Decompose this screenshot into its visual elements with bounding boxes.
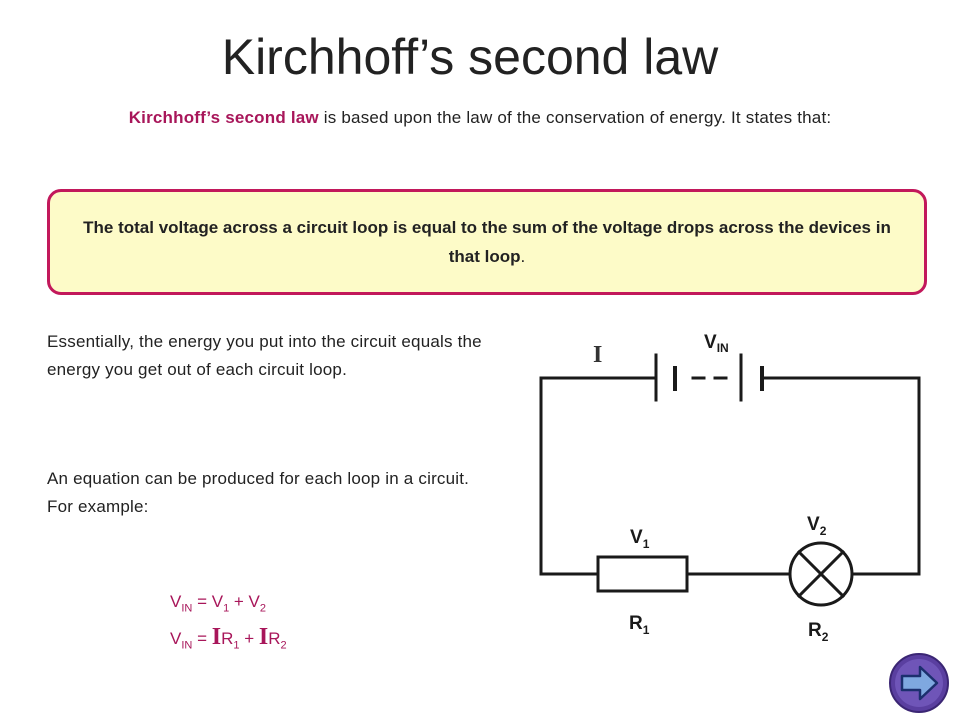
eq2-current-1: I — [211, 624, 222, 650]
r1-label-sub: 1 — [643, 623, 650, 637]
eq1-equals-v: = V — [192, 592, 224, 611]
eq2-r2: R — [268, 629, 281, 648]
vin-label-main: V — [704, 332, 717, 353]
eq2-sub-1: 1 — [233, 639, 240, 652]
circuit-wire-top-left — [539, 376, 658, 576]
eq2-plus: + — [239, 629, 259, 648]
v2-label-sub: 2 — [820, 524, 827, 538]
eq2-vin-sub: IN — [181, 639, 193, 652]
example-paragraph: An equation can be produced for each loo… — [47, 469, 470, 516]
law-statement-text: The total voltage across a circuit loop … — [83, 218, 891, 266]
eq1-sub-2: 2 — [259, 602, 267, 615]
eq1-vin: V — [170, 592, 182, 611]
v1-label: V1 — [630, 527, 650, 551]
intro-rest: is based upon the law of the conservatio… — [318, 108, 832, 127]
v1-label-sub: 1 — [643, 537, 650, 551]
equation-1: VIN = V1 + V2 — [170, 592, 266, 614]
eq1-vin-sub: IN — [181, 602, 193, 615]
v2-label: V2 — [807, 514, 827, 538]
r2-label-sub: 2 — [822, 630, 829, 644]
current-label: I — [593, 342, 602, 368]
vin-label: VIN — [704, 332, 729, 355]
next-arrow-icon — [889, 653, 949, 713]
circuit-wire-top-right — [760, 376, 921, 576]
eq2-current-2: I — [258, 624, 269, 650]
law-statement-end: . — [520, 247, 526, 266]
intro-highlight: Kirchhoff’s second law — [128, 108, 319, 127]
r2-label: R2 — [808, 620, 829, 644]
page-title: Kirchhoff’s second law — [221, 29, 719, 85]
eq2-sub-2: 2 — [280, 639, 287, 652]
next-slide-button[interactable] — [888, 652, 950, 714]
equation-2: VIN = IR1 + IR2 — [170, 624, 287, 651]
eq1-plus-v: + V — [229, 592, 260, 611]
resistor-r1 — [596, 555, 689, 593]
vin-label-sub: IN — [717, 341, 729, 355]
eq2-r1: R — [221, 629, 234, 648]
lamp-cross-2 — [796, 549, 846, 599]
eq1-sub-1: 1 — [223, 602, 230, 615]
eq2-equals: = — [192, 629, 212, 648]
explanation-paragraph: Essentially, the energy you put into the… — [47, 332, 482, 379]
v1-label-main: V — [630, 527, 643, 548]
eq2-vin: V — [170, 629, 182, 648]
v2-label-main: V — [807, 514, 820, 535]
r1-label-main: R — [629, 613, 643, 634]
law-statement: The total voltage across a circuit loop … — [67, 213, 907, 271]
intro-text: Kirchhoff’s second law is based upon the… — [0, 108, 960, 128]
r2-label-main: R — [808, 620, 822, 641]
r1-label: R1 — [629, 613, 650, 637]
law-statement-box: The total voltage across a circuit loop … — [47, 189, 927, 295]
